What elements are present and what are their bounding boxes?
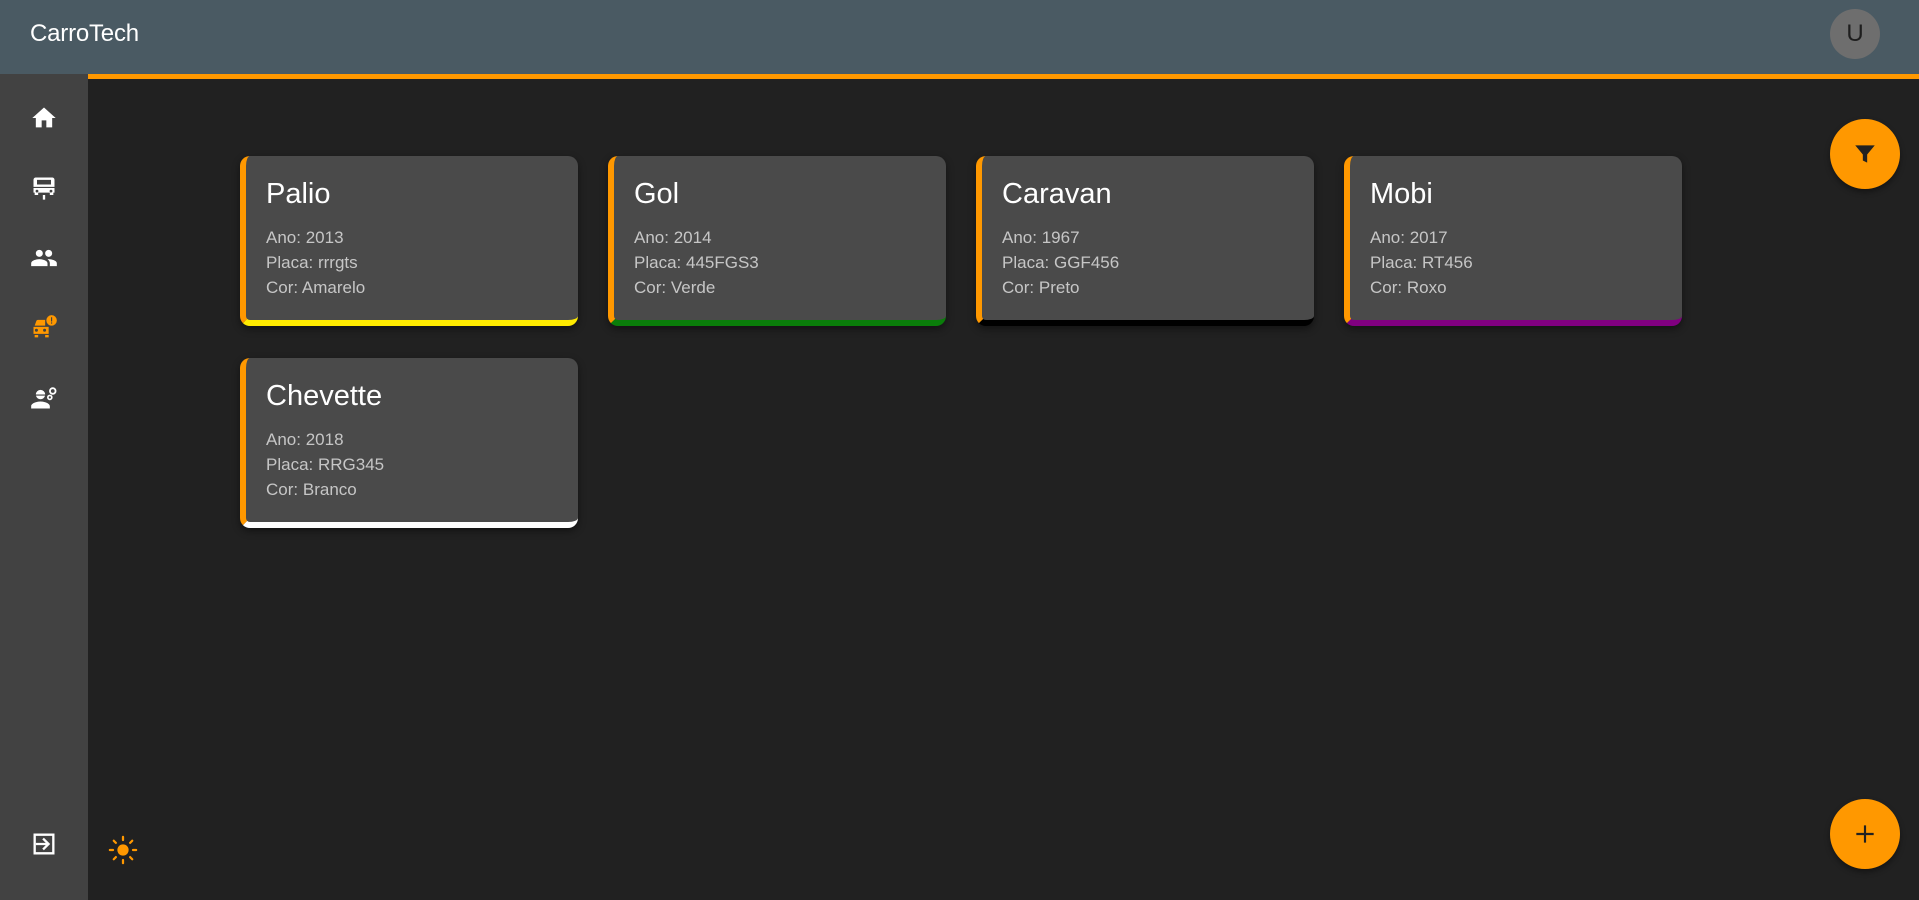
car-year-value: 2017	[1409, 228, 1448, 247]
app-title: CarroTech	[30, 20, 139, 47]
car-color-value: Branco	[302, 480, 357, 499]
car-plate-label: Placa:	[1002, 253, 1050, 272]
car-color: Cor: Preto	[1002, 278, 1080, 298]
car-color-label: Cor:	[1002, 278, 1035, 297]
header-accent-line	[88, 74, 1919, 79]
car-color: Cor: Verde	[634, 278, 715, 298]
logout-button[interactable]	[22, 824, 66, 864]
car-color-value: Roxo	[1406, 278, 1447, 297]
car-model: Palio	[266, 178, 331, 210]
car-year-label: Ano:	[1370, 228, 1405, 247]
car-year-value: 1967	[1041, 228, 1080, 247]
car-color-label: Cor:	[266, 480, 299, 499]
car-year: Ano: 2014	[634, 228, 712, 248]
car-color-value: Verde	[670, 278, 716, 297]
plus-icon	[1856, 825, 1874, 843]
car-year-value: 2013	[305, 228, 344, 247]
user-avatar[interactable]: U	[1830, 9, 1880, 59]
theme-toggle-button[interactable]	[106, 833, 140, 867]
car-model: Chevette	[266, 380, 383, 412]
people-icon	[31, 249, 57, 267]
car-plate: Placa: RT456	[1370, 253, 1473, 273]
car-icon	[33, 177, 55, 200]
car-color-label: Cor:	[634, 278, 667, 297]
sidebar-item-car-issues[interactable]	[22, 308, 66, 348]
sun-icon	[108, 835, 138, 865]
car-plate-value: GGF456	[1053, 253, 1120, 272]
car-plate-value: RRG345	[317, 455, 385, 474]
logout-icon	[33, 833, 55, 855]
car-plate-label: Placa:	[634, 253, 682, 272]
car-color-label: Cor:	[266, 278, 299, 297]
car-model: Caravan	[1002, 178, 1112, 210]
car-model: Gol	[634, 178, 680, 210]
sidebar-item-cars[interactable]	[22, 168, 66, 208]
home-icon	[32, 107, 56, 128]
car-year-value: 2018	[305, 430, 344, 449]
sidebar-item-home[interactable]	[22, 98, 66, 138]
car-plate: Placa: 445FGS3	[634, 253, 759, 273]
car-plate: Placa: rrrgts	[266, 253, 358, 273]
add-car-button[interactable]	[1830, 799, 1900, 869]
car-color: Cor: Branco	[266, 480, 357, 500]
car-plate-label: Placa:	[1370, 253, 1418, 272]
car-plate-label: Placa:	[266, 455, 314, 474]
car-year: Ano: 2017	[1370, 228, 1448, 248]
sidebar-item-clients[interactable]	[22, 238, 66, 278]
car-color-label: Cor:	[1370, 278, 1403, 297]
car-year-label: Ano:	[266, 430, 301, 449]
engineer-icon	[31, 387, 57, 409]
car-plate-value: 445FGS3	[685, 253, 759, 272]
car-plate-label: Placa:	[266, 253, 314, 272]
car-year: Ano: 2018	[266, 430, 344, 450]
car-plate-value: rrrgts	[317, 253, 358, 272]
car-plate-value: RT456	[1421, 253, 1473, 272]
car-color-value: Amarelo	[301, 278, 366, 297]
top-app-bar: CarroTech U	[0, 0, 1919, 74]
car-year-label: Ano:	[266, 228, 301, 247]
sidebar	[0, 74, 88, 900]
car-plate: Placa: GGF456	[1002, 253, 1119, 273]
sidebar-item-mechanics[interactable]	[22, 378, 66, 418]
car-year-label: Ano:	[634, 228, 669, 247]
car-plate: Placa: RRG345	[266, 455, 384, 475]
filter-icon	[1855, 145, 1875, 163]
car-model: Mobi	[1370, 178, 1433, 210]
car-color: Cor: Roxo	[1370, 278, 1447, 298]
car-year: Ano: 1967	[1002, 228, 1080, 248]
filter-button[interactable]	[1830, 119, 1900, 189]
car-alert-icon	[33, 315, 57, 338]
car-year-value: 2014	[673, 228, 712, 247]
car-year: Ano: 2013	[266, 228, 344, 248]
car-color: Cor: Amarelo	[266, 278, 365, 298]
car-year-label: Ano:	[1002, 228, 1037, 247]
car-color-value: Preto	[1038, 278, 1080, 297]
